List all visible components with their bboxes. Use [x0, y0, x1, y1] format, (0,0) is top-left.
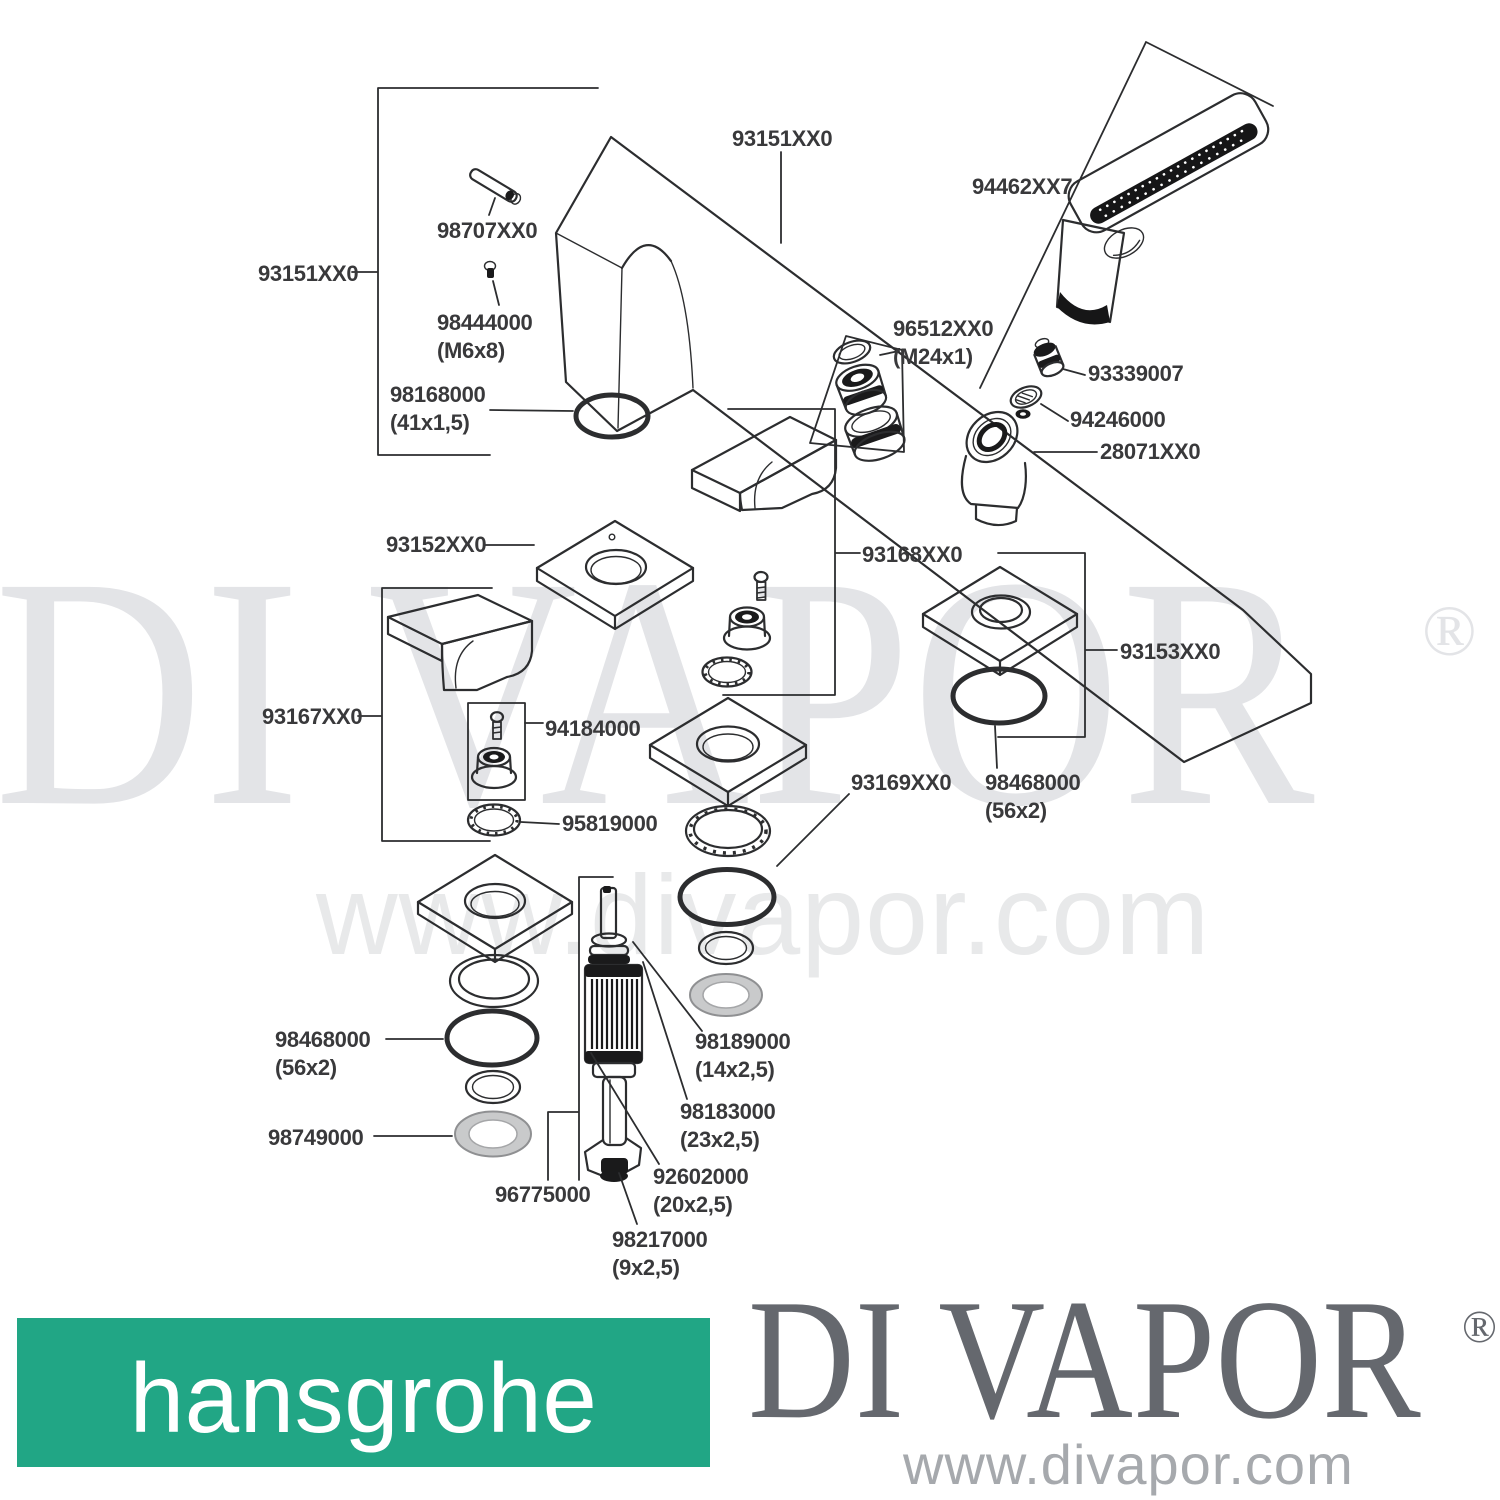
- label-93153: 93153XX0: [1120, 639, 1220, 664]
- label-28071: 28071XX0: [1100, 439, 1200, 464]
- spout-part: [554, 135, 1313, 764]
- label-93151-top: 93151XX0: [732, 126, 832, 151]
- divapor-registered-icon: ®: [1462, 1301, 1497, 1352]
- label-98189-dim: (14x2,5): [695, 1057, 775, 1082]
- aerator-part: [809, 335, 906, 462]
- label-98468-right-dim: (56x2): [985, 798, 1047, 823]
- label-98444: 98444000: [437, 310, 533, 335]
- handle-escutcheon-part: [648, 696, 850, 867]
- label-93169: 93169XX0: [851, 770, 951, 795]
- label-98707: 98707XX0: [437, 218, 537, 243]
- label-94184: 94184000: [545, 716, 641, 741]
- left-rings-part: [373, 953, 540, 1158]
- label-96512: 96512XX0: [893, 316, 993, 341]
- label-95819: 95819000: [562, 811, 658, 836]
- flow-regulator-part: [1033, 337, 1086, 378]
- label-93167: 93167XX0: [262, 704, 362, 729]
- shower-escutcheon-part: [921, 552, 1118, 769]
- left-escutcheon-part: [416, 853, 574, 964]
- label-98168-dim: (41x1,5): [390, 410, 470, 435]
- hand-shower-part: [979, 41, 1274, 389]
- label-98444-dim: (M6x8): [437, 338, 505, 363]
- label-92602-dim: (20x2,5): [653, 1192, 733, 1217]
- filter-washer-part: [1009, 385, 1069, 422]
- spout-oring-part: [489, 392, 651, 440]
- label-94462: 94462XX7: [972, 174, 1072, 199]
- handle-right-part: [690, 408, 861, 696]
- handle-left-part: [357, 587, 560, 842]
- label-93152: 93152XX0: [386, 532, 486, 557]
- label-98189: 98189000: [695, 1029, 791, 1054]
- label-98168: 98168000: [390, 382, 486, 407]
- hansgrohe-logo-text: hansgrohe: [129, 1343, 598, 1453]
- label-98183-dim: (23x2,5): [680, 1127, 760, 1152]
- divapor-logo: DI VAPOR: [748, 1265, 1421, 1455]
- label-96775: 96775000: [495, 1182, 591, 1207]
- label-98468-right: 98468000: [985, 770, 1081, 795]
- part-labels: 93151XX0 93151XX0 98707XX0 98444000 (M6x…: [258, 126, 1221, 1280]
- watermark-brand: DI VAPOR: [0, 510, 1315, 875]
- label-93168: 93168XX0: [862, 542, 962, 567]
- center-rings-part: [677, 804, 777, 1017]
- pin-part: [469, 168, 522, 216]
- label-93151-left: 93151XX0: [258, 261, 358, 286]
- cartridge-part: [547, 876, 703, 1225]
- label-98749: 98749000: [268, 1125, 364, 1150]
- divapor-url: www.divapor.com: [903, 1433, 1354, 1496]
- label-98217: 98217000: [612, 1227, 708, 1252]
- watermark-registered-icon: ®: [1422, 591, 1477, 671]
- label-98468-left: 98468000: [275, 1027, 371, 1052]
- elbow-connector-part: [960, 410, 1098, 527]
- spout-group-bracket: [351, 87, 782, 456]
- label-94246: 94246000: [1070, 407, 1166, 432]
- label-98217-dim: (9x2,5): [612, 1255, 680, 1280]
- grub-screw-part: [483, 260, 500, 306]
- label-93339: 93339007: [1088, 361, 1184, 386]
- label-98183: 98183000: [680, 1099, 776, 1124]
- label-96512-dim: (M24x1): [893, 344, 973, 369]
- spout-escutcheon-part: [483, 519, 695, 631]
- hansgrohe-logo: hansgrohe: [17, 1318, 710, 1467]
- label-92602: 92602000: [653, 1164, 749, 1189]
- label-98468-left-dim: (56x2): [275, 1055, 337, 1080]
